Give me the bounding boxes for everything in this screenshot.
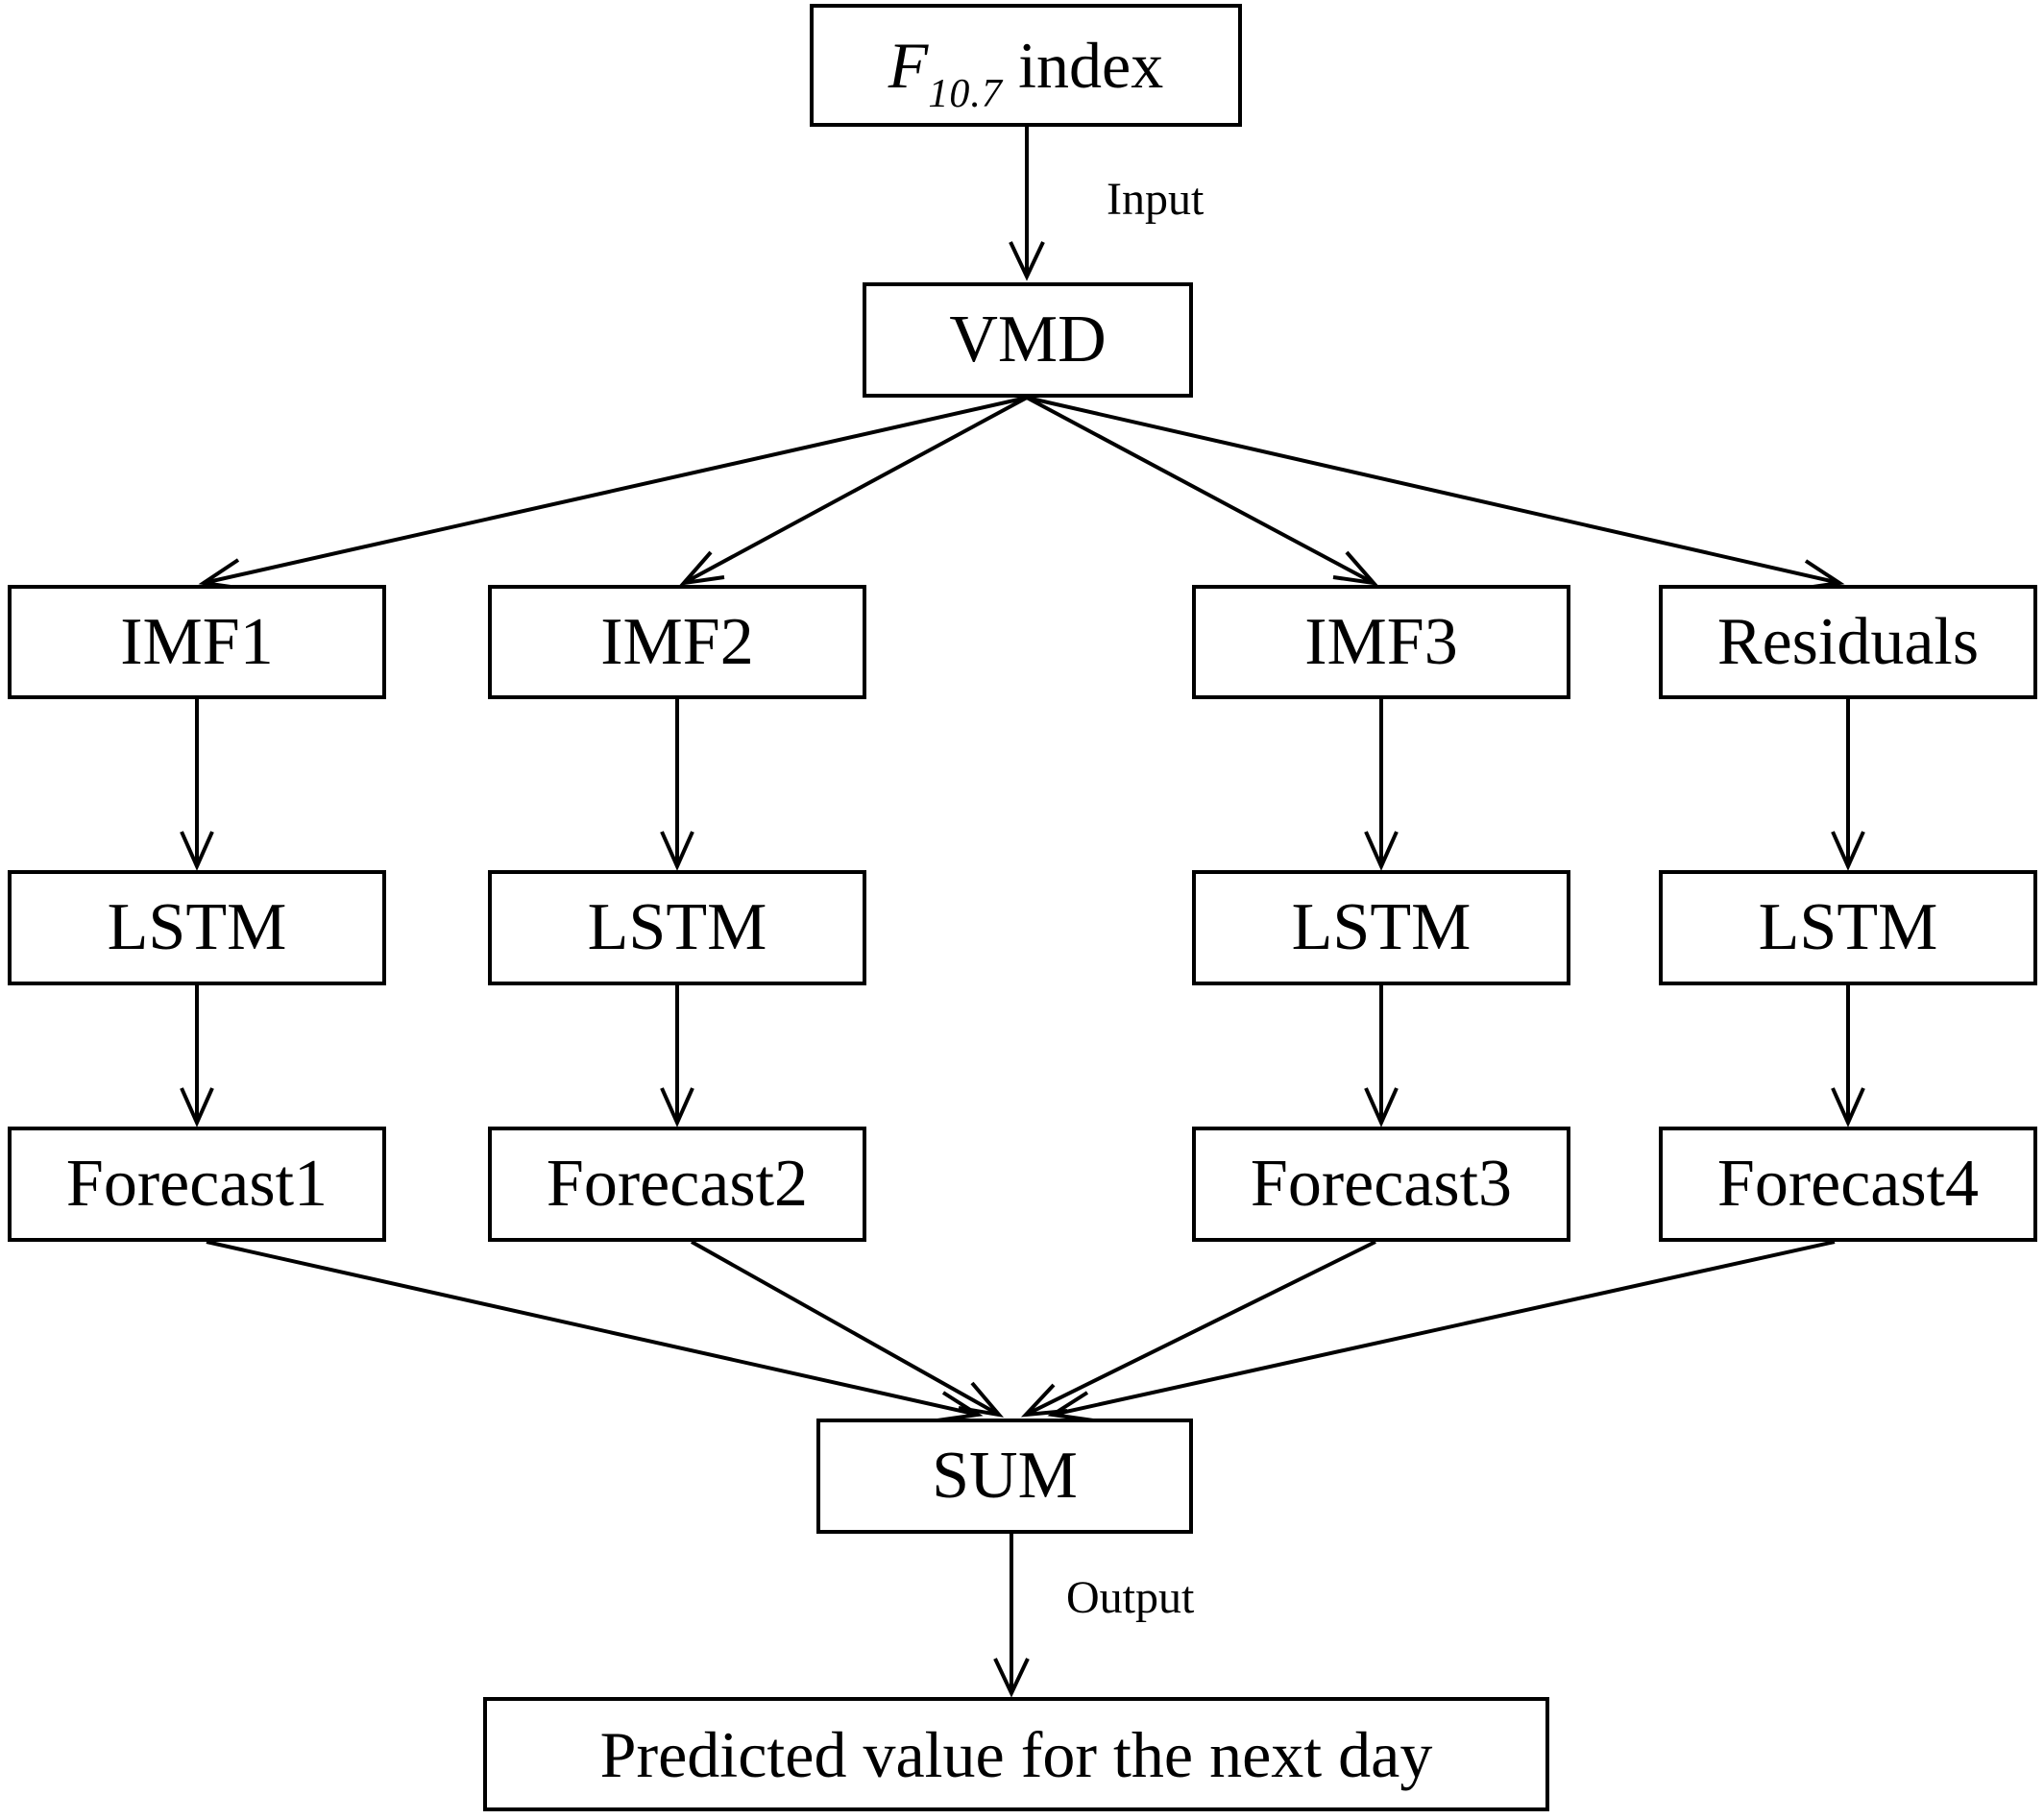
forecast2-label: Forecast2 (546, 1147, 809, 1221)
f107-suffix: index (1018, 29, 1164, 102)
forecast4-to-sum-arrow (1047, 1240, 1836, 1422)
lstm1-to-forecast1-arrow (180, 985, 214, 1128)
residuals-box: Residuals (1659, 585, 2037, 699)
imf1-to-lstm-arrow (180, 699, 214, 871)
lstm4-box: LSTM (1659, 870, 2037, 985)
vmd-to-imf1-arrow (198, 396, 1028, 591)
input-arrow (1009, 127, 1045, 281)
forecast1-box: Forecast1 (8, 1127, 386, 1242)
lstm2-to-forecast2-arrow (660, 985, 694, 1128)
predicted-value-label: Predicted value for the next day (599, 1717, 1433, 1791)
lstm1-box: LSTM (8, 870, 386, 985)
lstm3-label: LSTM (1291, 890, 1472, 964)
forecast1-to-sum-arrow (206, 1240, 984, 1422)
output-arrow (993, 1534, 1030, 1698)
lstm4-to-forecast4-arrow (1831, 985, 1865, 1128)
lstm3-to-forecast3-arrow (1364, 985, 1399, 1128)
vmd-to-imf2-arrow (678, 396, 1028, 586)
forecast2-to-sum-arrow (691, 1240, 1005, 1418)
lstm4-label: LSTM (1758, 890, 1938, 964)
forecast4-label: Forecast4 (1716, 1147, 1980, 1221)
forecast1-label: Forecast1 (65, 1147, 328, 1221)
vmd-label: VMD (949, 303, 1107, 376)
forecast2-box: Forecast2 (488, 1127, 866, 1242)
f107-subscript: 10.7 (928, 72, 1003, 116)
predicted-value-box: Predicted value for the next day (483, 1697, 1549, 1811)
lstm2-label: LSTM (587, 890, 767, 964)
imf3-to-lstm-arrow (1364, 699, 1399, 871)
lstm3-box: LSTM (1192, 870, 1570, 985)
lstm2-box: LSTM (488, 870, 866, 985)
imf2-box: IMF2 (488, 585, 866, 699)
residuals-to-lstm-arrow (1831, 699, 1865, 871)
lstm1-label: LSTM (107, 890, 287, 964)
sum-label: SUM (932, 1439, 1078, 1513)
forecast3-to-sum-arrow (1020, 1240, 1376, 1418)
imf3-box: IMF3 (1192, 585, 1570, 699)
forecast3-label: Forecast3 (1250, 1147, 1513, 1221)
imf2-label: IMF2 (600, 604, 754, 679)
imf3-label: IMF3 (1304, 604, 1458, 679)
imf1-label: IMF1 (120, 604, 274, 679)
forecast4-box: Forecast4 (1659, 1127, 2037, 1242)
input-edge-label: Input (1107, 174, 1204, 225)
vmd-box: VMD (863, 282, 1193, 398)
sum-box: SUM (816, 1419, 1193, 1534)
vmd-to-residuals-arrow (1026, 396, 1845, 591)
residuals-label: Residuals (1716, 604, 1980, 679)
output-edge-label: Output (1066, 1572, 1195, 1623)
vmd-to-imf3-arrow (1026, 396, 1379, 586)
forecast3-box: Forecast3 (1192, 1127, 1570, 1242)
f107-symbol: F (888, 29, 929, 102)
imf2-to-lstm-arrow (660, 699, 694, 871)
f107-index-box: F10.7 index (810, 4, 1242, 127)
imf1-box: IMF1 (8, 585, 386, 699)
